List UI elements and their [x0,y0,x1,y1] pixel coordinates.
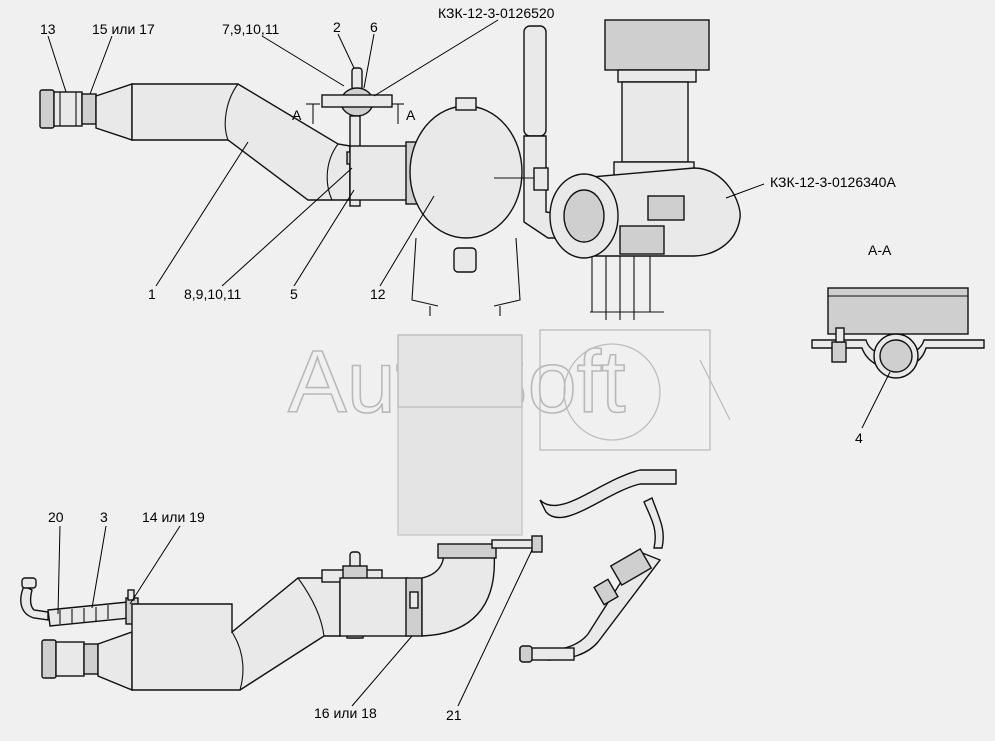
section-mark-left: А [292,107,302,123]
callout-top-code: КЗК-12-3-0126520 [438,5,555,21]
callout-13: 13 [40,21,56,37]
pipe-1 [131,83,351,201]
callout-8-9-10-11: 8,9,10,11 [184,286,242,302]
callout-6: 6 [370,19,378,35]
callout-4: 4 [855,430,863,446]
callout-5: 5 [290,286,298,302]
callout-7-9-10-11: 7,9,10,11 [222,21,280,37]
tube-20 [20,577,49,621]
section-a-a: А-А [811,242,985,379]
air-filter [494,19,741,320]
clamp-lower-left [41,631,133,692]
callout-14-19: 14 или 19 [142,509,205,525]
callout-20: 20 [48,509,64,525]
hose-15-17 [81,83,133,141]
callout-16-18: 16 или 18 [314,705,377,721]
hose-3 [47,601,131,627]
callout-12: 12 [370,286,386,302]
pipe-lower [131,577,341,691]
tank [409,97,523,316]
background-filter-assembly [397,329,731,536]
callout-15-17: 15 или 17 [92,21,155,37]
section-marker-a: А А [292,103,416,124]
section-title: А-А [868,242,892,258]
callout-21: 21 [446,707,462,723]
clamp-13 [39,89,83,129]
pipe-lower-right [519,469,677,663]
section-mark-right: А [406,107,416,123]
leader-lines [47,19,891,707]
callout-3: 3 [100,509,108,525]
callout-right-code: КЗК-12-3-0126340А [770,174,896,190]
callout-2: 2 [333,19,341,35]
sleeve-16-18 [339,577,423,637]
callout-1: 1 [148,286,156,302]
elbow-lower [421,535,543,637]
